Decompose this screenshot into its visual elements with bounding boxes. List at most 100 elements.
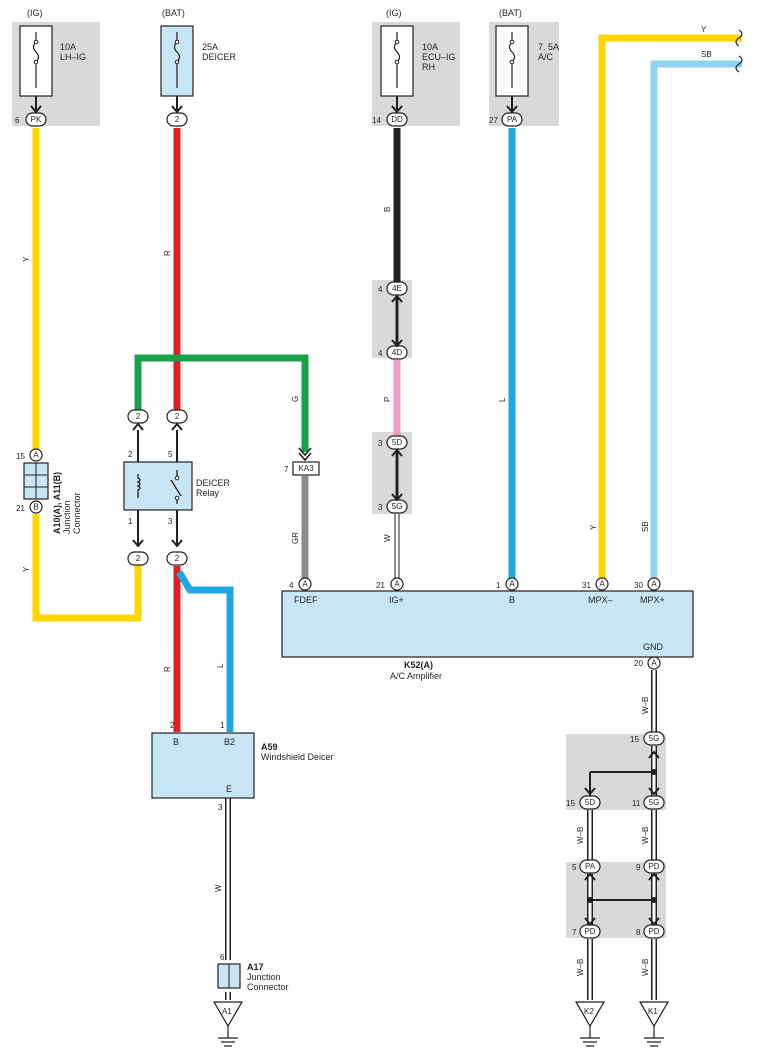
- conn-4e: 4E: [392, 284, 402, 293]
- wire-lightblue-mpx: [650, 60, 742, 580]
- pin-a10-bot: 21: [16, 504, 25, 513]
- fuse2-source: (BAT): [162, 8, 185, 18]
- label-wire-r-2: R: [163, 666, 172, 672]
- ac-amplifier: [281, 590, 694, 658]
- fuse4-rating: 7. 5A: [538, 42, 559, 52]
- ground-k1-icon: [638, 1001, 670, 1047]
- ka3-arrow-icon: [298, 447, 312, 462]
- label-wire-l-2: L: [216, 663, 225, 668]
- gnd-conn-low-right: PD: [648, 862, 659, 871]
- amp-conn-ig: A: [394, 580, 400, 589]
- pin-mpxp: 30: [634, 581, 643, 590]
- ground-a1-icon: [212, 1001, 244, 1047]
- relay-pin-3: 3: [168, 517, 173, 526]
- amp-name: A/C Amplifier: [390, 671, 442, 681]
- connector-ka3: [292, 461, 320, 476]
- label-wire-l-1: L: [498, 397, 507, 402]
- gnd-conn-top: 5G: [649, 734, 660, 743]
- fuse-deicer: [160, 25, 194, 114]
- gnd-junction-arrows-icon: [584, 750, 660, 926]
- label-wire-sb: SB: [641, 521, 650, 532]
- gnd-conn-low-left: PA: [585, 862, 596, 871]
- deicer-e-label: E: [226, 784, 232, 794]
- pin-gnd-low-left: 5: [572, 863, 577, 872]
- pin-4e: 4: [378, 285, 383, 294]
- amp-term-ig: IG+: [389, 595, 404, 605]
- relay-conn-b: 2: [175, 412, 180, 421]
- fuse3-source: (IG): [386, 8, 402, 18]
- ground-k1-label: K1: [648, 1007, 658, 1016]
- chain-arrows-icon: [391, 294, 403, 502]
- fuse3-rating: 10A: [422, 42, 438, 52]
- pin-14: 14: [372, 116, 381, 125]
- relay-conn-c: 2: [136, 554, 141, 563]
- conn-deicer-2: 2: [175, 115, 180, 124]
- gnd-conn-mid-left: 5D: [585, 798, 595, 807]
- label-wire-wb-3: W–B: [641, 827, 650, 844]
- deicer-b2-label: B2: [224, 737, 235, 747]
- label-wire-r-1: R: [163, 250, 172, 256]
- label-wire-w-2: W: [214, 884, 223, 892]
- top-wire-sb-label: SB: [701, 50, 712, 59]
- pin-mpxm: 31: [582, 581, 591, 590]
- pin-gnd-mid-right: 11: [632, 799, 641, 808]
- gnd-conn-bot-left: PD: [584, 927, 595, 936]
- a17-sub1: Junction: [247, 972, 281, 982]
- pin-gnd-top: 15: [630, 735, 639, 744]
- junction-a10-sub1: Junction: [62, 500, 72, 534]
- fuse-ecu-ig: [380, 25, 414, 114]
- deicer-pin-b2: 1: [220, 721, 225, 730]
- pin-b: 1: [496, 581, 501, 590]
- label-wire-w-1: W: [383, 534, 392, 542]
- ground-a1-label: A1: [222, 1007, 232, 1016]
- pin-fdef: 4: [289, 581, 294, 590]
- conn-4d: 4D: [392, 348, 402, 357]
- wire-yellow-mpx: [598, 34, 742, 580]
- wire-green: [134, 354, 309, 452]
- label-wire-wb-2: W–B: [576, 827, 585, 844]
- amp-term-mpxm: MPX–: [588, 595, 613, 605]
- conn-pk: PK: [31, 115, 42, 124]
- fuse4-source: (BAT): [499, 8, 522, 18]
- label-wire-y-1: Y: [22, 256, 31, 262]
- deicer-relay: [123, 422, 193, 548]
- amp-conn-fdef: A: [302, 580, 308, 589]
- relay-name: DEICER: [196, 478, 231, 488]
- pin-ka3: 7: [284, 465, 289, 474]
- label-wire-p: P: [383, 397, 392, 402]
- conn-5g: 5G: [392, 502, 403, 511]
- fuse-ac: [495, 25, 529, 114]
- conn-a10-top: A: [33, 451, 39, 460]
- pin-gnd-bot-left: 7: [572, 928, 577, 937]
- amp-conn-b: A: [509, 580, 515, 589]
- connector-set: [25, 112, 665, 939]
- pin-gnd: 20: [634, 659, 643, 668]
- junction-connector-a17: [217, 963, 241, 989]
- amp-conn-mpxm: A: [599, 580, 605, 589]
- fuse-lh-ig: [19, 25, 53, 114]
- conn-pa-top: PA: [507, 115, 518, 124]
- amp-conn-gnd: A: [651, 659, 657, 668]
- deicer-pin-b: 2: [170, 721, 175, 730]
- fuse1-source: (IG): [27, 8, 43, 18]
- wire-yellow-lh-ig: [32, 128, 142, 622]
- a17-pin: 6: [220, 953, 225, 962]
- relay-sub: Relay: [196, 488, 220, 498]
- amp-term-b: B: [509, 595, 515, 605]
- pin-27: 27: [489, 116, 498, 125]
- top-wire-y-label: Y: [701, 25, 707, 34]
- pin-5d: 3: [378, 439, 383, 448]
- pin-5g: 3: [378, 503, 383, 512]
- fuse2-name: DEICER: [202, 52, 237, 62]
- ground-k2-icon: [574, 1001, 606, 1047]
- deicer-name: Windshield Deicer: [261, 752, 334, 762]
- fuse1-rating: 10A: [60, 42, 76, 52]
- windshield-deicer: [151, 732, 255, 799]
- a17-sub2: Connector: [247, 982, 289, 992]
- label-wire-g: G: [291, 396, 300, 402]
- junction-connector-a10: [23, 462, 49, 500]
- conn-a10-bot: B: [33, 503, 38, 512]
- label-wire-y-3: Y: [589, 524, 598, 530]
- wire-blue-to-deicer: [176, 570, 234, 732]
